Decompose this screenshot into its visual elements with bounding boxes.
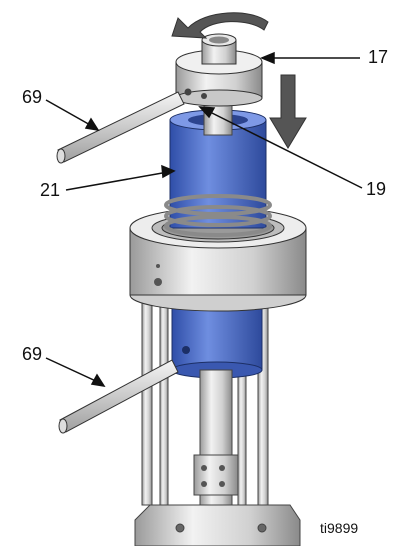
pin-69-top: [56, 91, 185, 164]
callout-17: 17: [368, 47, 389, 67]
lower-sleeve: [171, 299, 263, 379]
base-fragment: [134, 504, 301, 547]
callout-19: 19: [366, 179, 387, 199]
rotation-arrow-icon: [171, 12, 269, 39]
pin-69-bottom: [58, 359, 179, 434]
press-down-arrow-icon: [269, 74, 307, 149]
figure-id: ti9899: [320, 520, 359, 536]
callout-69-bottom: 69: [22, 344, 43, 364]
callout-69-top: 69: [22, 87, 43, 107]
cap-17: [175, 33, 263, 107]
callout-21: 21: [40, 180, 61, 200]
lower-shaft: [193, 369, 239, 521]
spring: [164, 194, 272, 237]
leader-lines: [45, 51, 363, 388]
